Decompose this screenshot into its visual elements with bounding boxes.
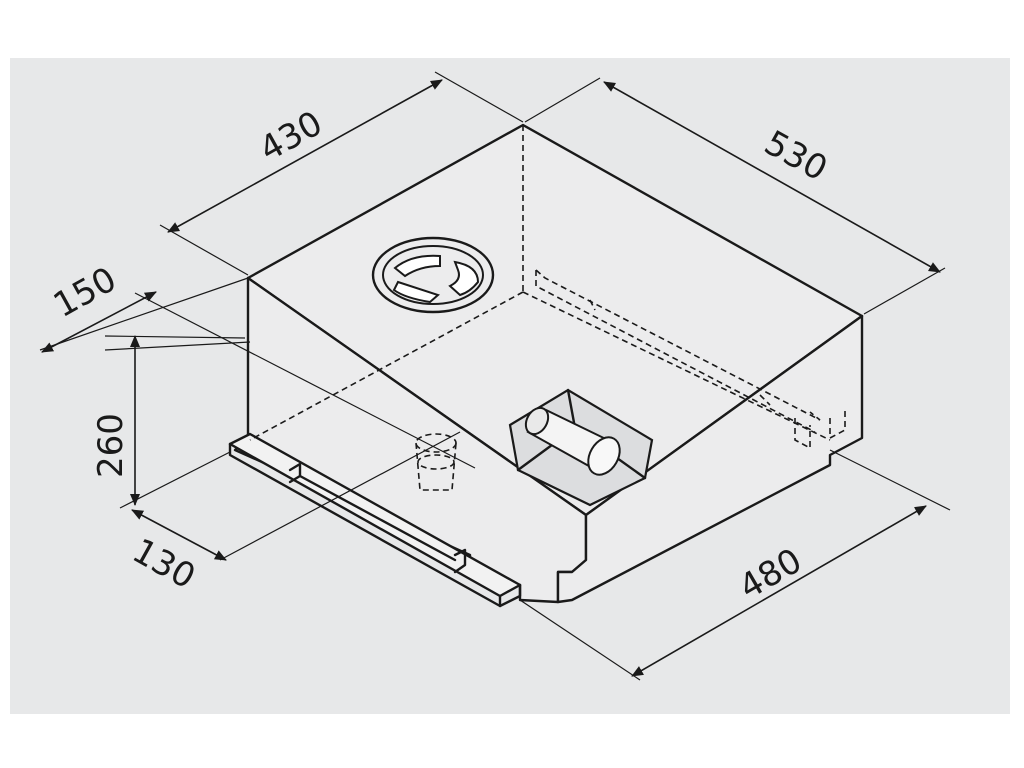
- tank-base-rails: [228, 432, 522, 608]
- hidden-edges: [249, 125, 846, 450]
- dimension-label-530: 530: [758, 123, 834, 189]
- dimension-label-480: 480: [733, 541, 809, 608]
- dimension-label-430: 430: [253, 103, 329, 169]
- filler-cap-icon: [371, 236, 495, 314]
- outlet-pipe-icon: [508, 388, 654, 507]
- tank-body: [233, 123, 864, 604]
- dimension-label-260: 260: [91, 413, 131, 478]
- drain-fitting-icon: [415, 433, 457, 491]
- dimension-260: 260: [91, 335, 246, 509]
